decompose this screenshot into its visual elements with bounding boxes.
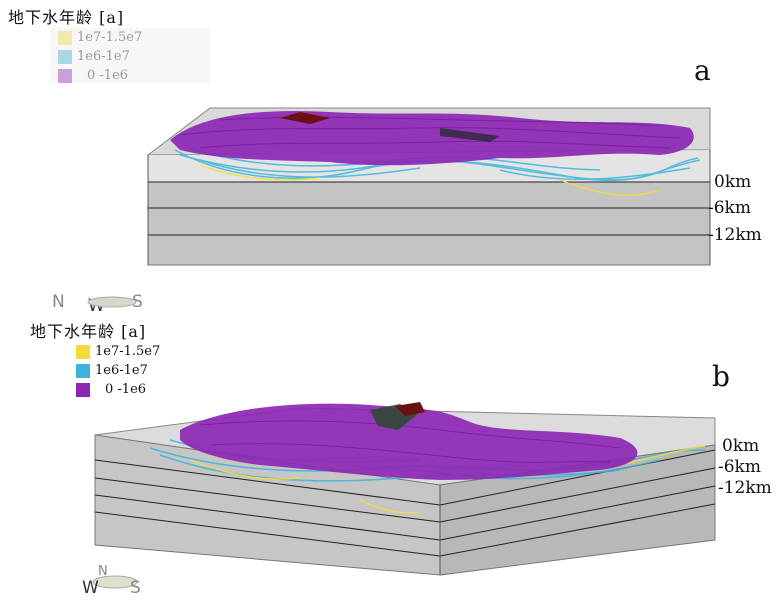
- depth-label-0: 0km: [714, 172, 752, 192]
- panel-b: W 地下水年龄 [a] 1e7-1.5e7 1e6-1e7 0 -1e6: [0, 296, 781, 605]
- legend-title: 地下水年龄 [a]: [8, 8, 125, 27]
- compass-s: S: [130, 578, 141, 598]
- depth-label-0: 0km: [722, 436, 760, 456]
- legend-item-young: 0 -1e6: [76, 382, 146, 397]
- streamlines-yellow: [189, 445, 706, 514]
- model-block-b: [94, 402, 716, 576]
- streamlines-yellow: [199, 164, 661, 196]
- legend-label: 1e7-1.5e7: [95, 344, 161, 359]
- legend-swatch: [76, 344, 90, 359]
- depth-label-6: -6km: [718, 457, 761, 477]
- compass-w: W: [82, 578, 99, 598]
- legend-title: 地下水年龄 [a]: [30, 322, 147, 341]
- legend-swatch: [76, 363, 90, 378]
- legend-item-old: 1e7-1.5e7: [76, 344, 160, 359]
- compass-n: N: [98, 564, 108, 579]
- compass-dial-b: [92, 575, 138, 589]
- legend-swatch: [76, 382, 90, 397]
- streamlines-purple: [180, 403, 638, 480]
- model-block-a: [50, 28, 711, 266]
- streamlines-purple: [170, 110, 694, 166]
- compass-s: S: [132, 292, 143, 312]
- legend-label: 1e6-1e7: [95, 363, 148, 378]
- compass-n: N: [52, 292, 65, 312]
- depth-label-6: -6km: [708, 198, 751, 218]
- depth-label-12: -12km: [708, 225, 762, 245]
- panel-a: 地下水年龄 [a] 1e7-1.5e7 1e6-1e7 0 -1e6: [0, 0, 781, 312]
- legend-label: 0 -1e6: [105, 382, 147, 397]
- compass-dial-a: [87, 296, 137, 308]
- panel-label-a: a: [694, 54, 711, 87]
- panel-label-b: b: [712, 360, 730, 393]
- depth-label-12: -12km: [718, 478, 772, 498]
- legend-item-mid: 1e6-1e7: [76, 363, 148, 378]
